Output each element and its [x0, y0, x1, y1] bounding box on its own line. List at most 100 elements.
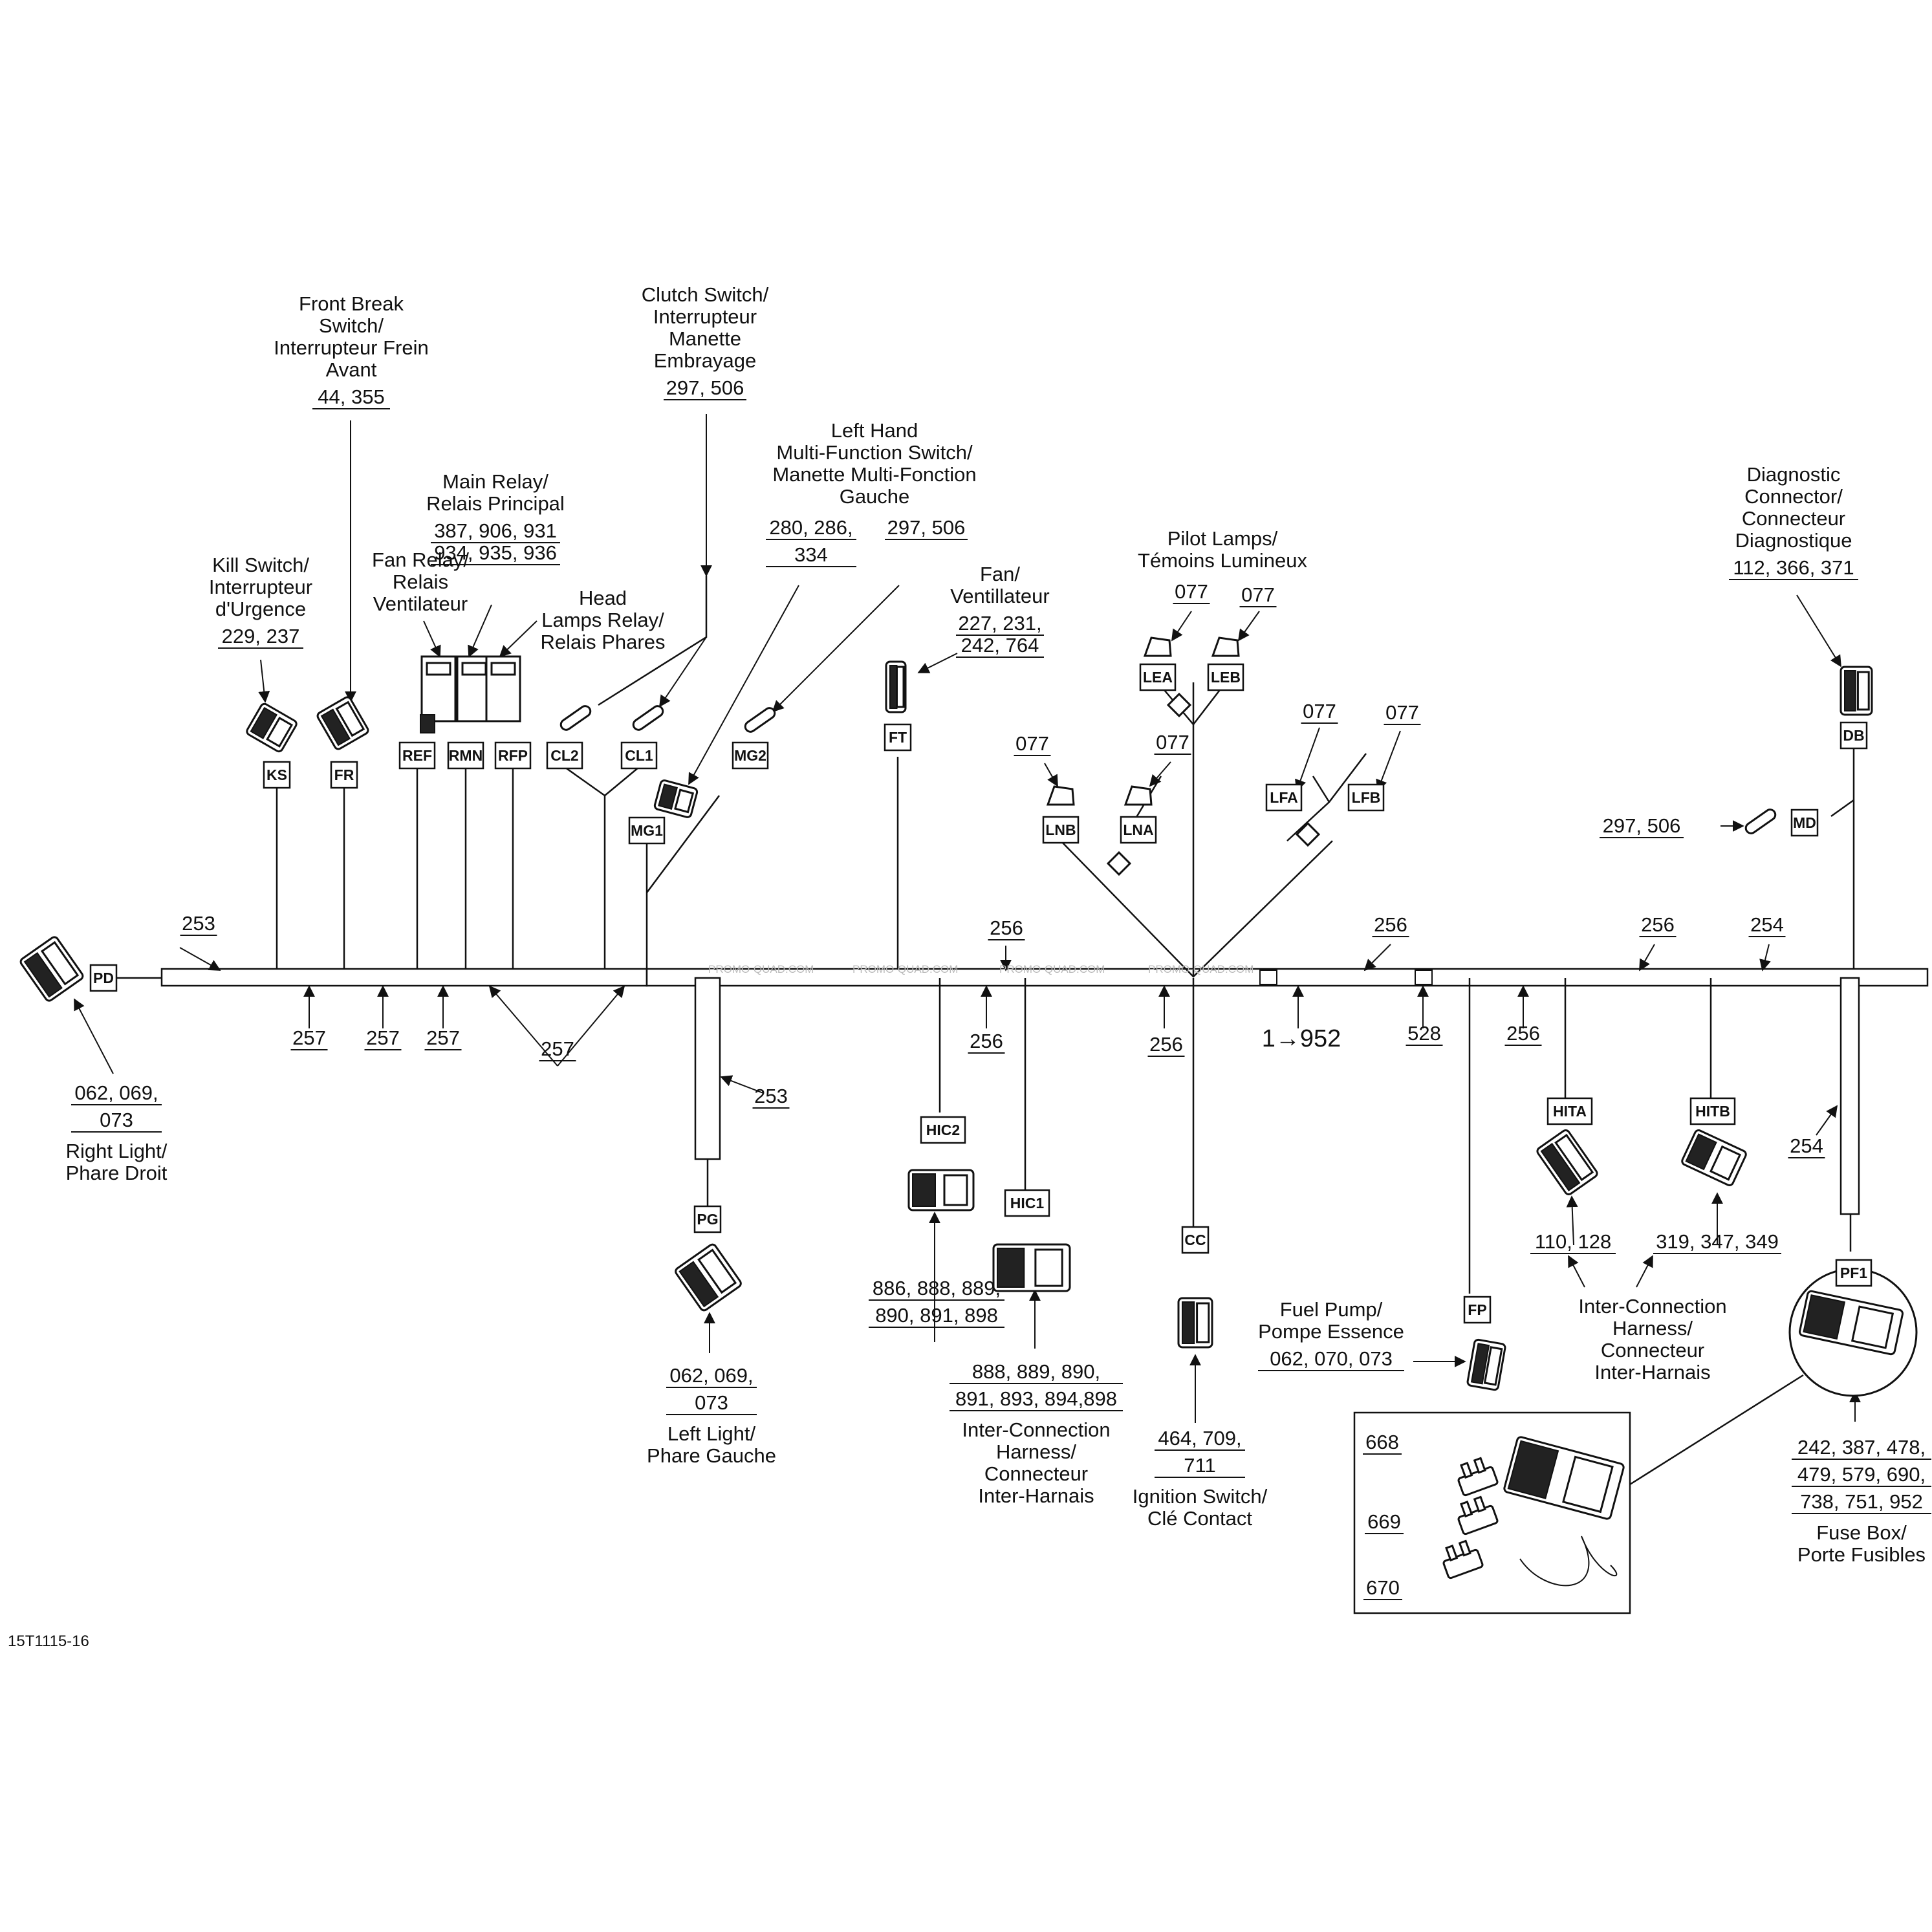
main-relay-ref-1: 934, 935, 936	[434, 541, 557, 564]
fan-connector-latch	[889, 665, 898, 709]
wire	[1830, 799, 1854, 818]
tag-pg: PG	[697, 1211, 718, 1228]
part-p528: 528	[1407, 1022, 1441, 1045]
fan-ref-1: 242, 764	[961, 634, 1039, 657]
left-light-connector	[675, 1243, 742, 1312]
wire	[646, 795, 721, 893]
tag-hic2: HIC2	[926, 1122, 960, 1138]
front-break-text-3: Avant	[326, 358, 377, 381]
harness-branch-pg	[694, 977, 721, 1160]
front-break-ref-0: 44, 355	[318, 385, 384, 408]
front-break-text-2: Interrupteur Frein	[274, 336, 429, 359]
arrow-256e	[1639, 944, 1655, 971]
arrow-fan-relay	[423, 620, 441, 658]
hic2-connector-face	[943, 1174, 968, 1206]
left-light-connector-latch	[678, 1261, 719, 1308]
tag-ks: KS	[266, 766, 287, 783]
part-p952: 1→952	[1262, 1025, 1341, 1052]
tag-box-lnb	[1042, 816, 1080, 844]
part-p256b: 256	[970, 1030, 1003, 1052]
arrow-right-light	[74, 998, 114, 1074]
ignition-ref-0: 464, 709,	[1158, 1427, 1241, 1449]
left-light-text-1: Phare Gauche	[647, 1444, 776, 1467]
hitb-connector-latch	[1685, 1133, 1717, 1171]
part-p257b: 257	[366, 1026, 400, 1049]
ignition-connector	[1177, 1297, 1213, 1349]
fuse-inset-body-face	[1562, 1455, 1614, 1514]
clutch-text-0: Clutch Switch/	[642, 283, 769, 306]
cl2-bullet-body	[559, 705, 592, 731]
tag-box-fr	[330, 761, 358, 789]
head-relay-text-1: Lamps Relay/	[541, 609, 664, 631]
ignition-connector-latch	[1182, 1301, 1195, 1344]
right-light-ref-0: 062, 069,	[74, 1081, 158, 1104]
tag-box-pg	[693, 1205, 722, 1233]
tag-lfa: LFA	[1270, 789, 1297, 806]
mini-fuse-body-1	[1457, 1504, 1499, 1536]
part-p254a: 254	[1750, 913, 1784, 936]
tag-rmn: RMN	[449, 747, 483, 764]
wire	[604, 766, 640, 796]
tag-md: MD	[1793, 814, 1816, 831]
tag-hic1: HIC1	[1010, 1195, 1045, 1211]
hic1-connector	[992, 1243, 1071, 1292]
tag-box-rmn	[447, 741, 484, 770]
lh-refs-a-ref-1: 334	[794, 543, 828, 566]
arrow-077-c	[1044, 763, 1058, 787]
pilot-lamp-0	[1143, 636, 1172, 657]
tag-pd: PD	[93, 970, 114, 986]
tag-box-cl2	[546, 741, 583, 770]
arrow-256d	[1363, 944, 1391, 971]
fuse-box-text-0: Fuse Box/	[1816, 1521, 1907, 1544]
cl1-bullet-body	[632, 705, 664, 731]
fuse-668-label: 668	[1365, 1431, 1399, 1453]
hita-connector-latch	[1540, 1142, 1581, 1191]
tag-box-ft	[884, 723, 912, 752]
branch-wires	[276, 682, 1855, 1294]
arrow-253b	[720, 1075, 764, 1094]
inter-harness-text-0: Inter-Connection	[1578, 1295, 1726, 1318]
part-l077f: 077	[1385, 701, 1419, 724]
mg2-bullet-body	[744, 707, 776, 733]
kill-switch-connector	[246, 702, 298, 753]
hic2-ref-0: 886, 888, 889,	[873, 1277, 1001, 1299]
fuse-box-body	[1798, 1290, 1904, 1356]
wire	[1312, 776, 1330, 803]
fuse-box-text-1: Porte Fusibles	[1797, 1543, 1926, 1566]
arrow-mg1	[688, 585, 799, 785]
left-light-connector-face	[697, 1248, 737, 1294]
mini-fuse-leg-2	[1445, 1545, 1459, 1562]
diag-text-1: Connector/	[1744, 485, 1843, 508]
front-break-connector	[316, 696, 369, 750]
main-relay-ref-0: 387, 906, 931	[434, 519, 557, 542]
right-light-connector-latch	[23, 951, 63, 998]
head-relay-text-0: Head	[579, 587, 627, 609]
arrow-hita	[1566, 1195, 1578, 1246]
tag-lea: LEA	[1143, 669, 1173, 686]
arrow-main-relay	[468, 604, 492, 658]
arrow-077-d	[1149, 761, 1171, 787]
tag-ft: FT	[889, 729, 907, 746]
watermark-2: PROMO-QUAD.COM	[999, 963, 1105, 975]
wire-clip-0	[1166, 692, 1192, 718]
mg1-connector-latch	[658, 783, 678, 810]
part-p256d: 256	[1374, 913, 1407, 936]
clutch-text-2: Manette	[669, 327, 741, 350]
fuel-pump-connector	[1466, 1338, 1506, 1391]
tag-cc: CC	[1184, 1232, 1206, 1248]
arrow-kill	[258, 659, 270, 703]
tag-box-hitb	[1689, 1097, 1736, 1125]
tag-cl1: CL1	[625, 747, 653, 764]
tag-mg2: MG2	[734, 747, 766, 764]
main-relay-text-1: Relais Principal	[426, 492, 565, 515]
wire	[1060, 840, 1333, 978]
tag-hita: HITA	[1553, 1103, 1587, 1120]
fan-relay-text-2: Ventilateur	[373, 592, 468, 615]
tag-box-ref	[398, 741, 436, 770]
hita-connector	[1536, 1129, 1598, 1196]
fan-text-0: Fan/	[980, 563, 1020, 585]
md-bullet-body	[1744, 809, 1777, 834]
